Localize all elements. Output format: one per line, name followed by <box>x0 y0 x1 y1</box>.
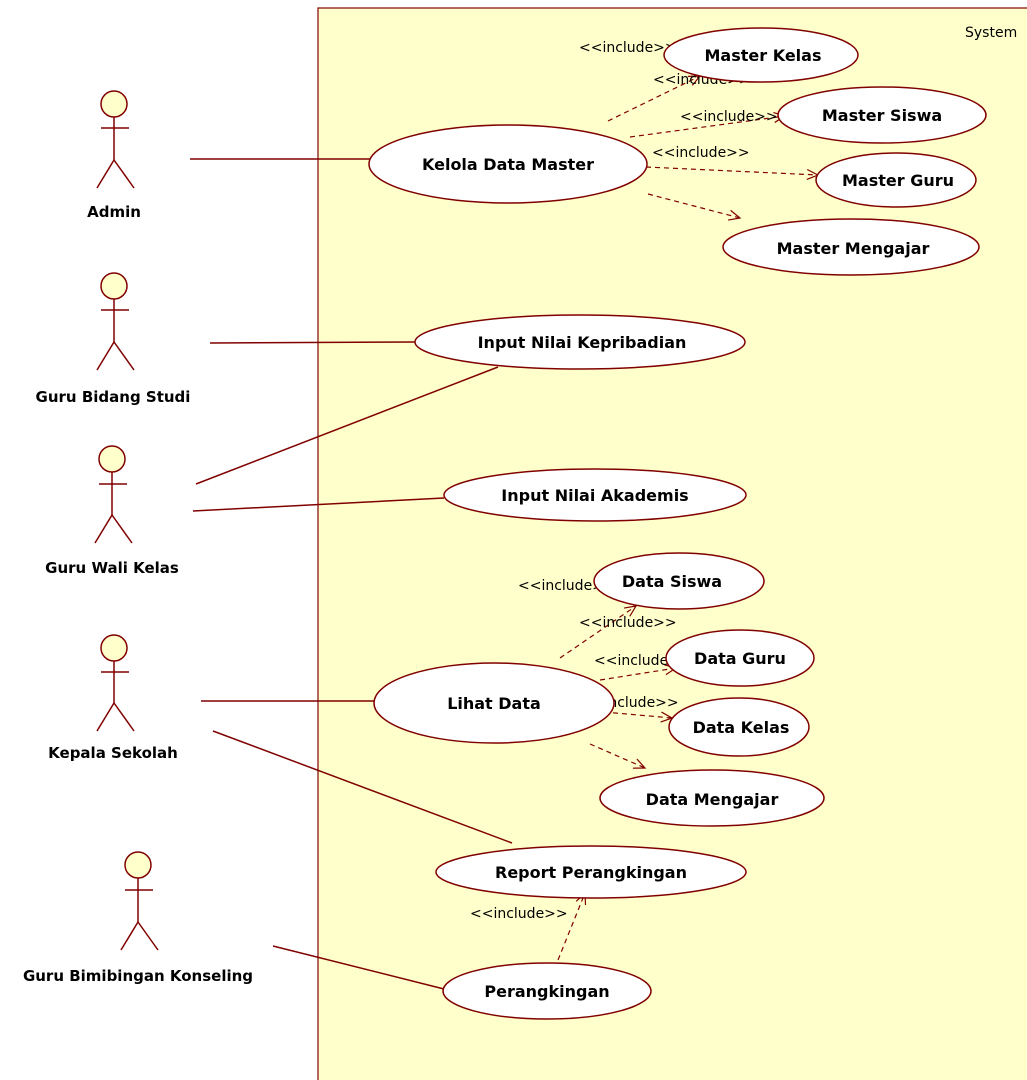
include-arrow-master-siswa[interactable] <box>629 111 787 138</box>
actor-guru-bidang-studi[interactable]: Guru Bidang Studi <box>36 272 191 406</box>
usecase-lihat-data[interactable]: Lihat Data <box>373 662 615 744</box>
usecase-label: Master Mengajar <box>777 239 930 258</box>
actor-label: Admin <box>87 203 141 221</box>
include-label-data-siswa: <<include>> <box>518 578 616 594</box>
usecase-data-kelas[interactable]: Data Kelas <box>668 697 810 757</box>
include-label-master-siswa: <<include>> <box>680 109 778 125</box>
include-arrow-data-guru[interactable] <box>599 664 678 681</box>
include-label-master-guru: <<include>> <box>652 145 750 161</box>
actor-admin[interactable]: Admin <box>87 90 141 221</box>
usecase-master-guru[interactable]: Master Guru <box>815 152 977 208</box>
stick-figure-icon <box>94 445 133 544</box>
usecase-input-nilai-kepribadian[interactable]: Input Nilai Kepribadian <box>414 314 746 370</box>
association-guru-bidang-studi-input-nilai-kepribadian[interactable] <box>209 341 417 344</box>
usecase-label: Kelola Data Master <box>422 155 594 174</box>
association-guru-wali-kelas-input-nilai-akademis[interactable] <box>192 497 445 512</box>
actor-label: Guru Bimibingan Konseling <box>23 967 253 985</box>
usecase-label: Master Kelas <box>705 46 822 65</box>
usecase-master-mengajar[interactable]: Master Mengajar <box>722 218 980 276</box>
actor-guru-wali-kelas[interactable]: Guru Wali Kelas <box>45 445 179 577</box>
stick-figure-icon <box>96 634 135 732</box>
include-arrow-data-mengajar[interactable] <box>589 743 647 769</box>
actor-label: Guru Wali Kelas <box>45 559 179 577</box>
include-label-data-mengajar: <<include>> <box>579 615 677 631</box>
usecase-label: Data Guru <box>694 649 786 668</box>
usecase-label: Perangkingan <box>484 982 609 1001</box>
usecase-perangkingan[interactable]: Perangkingan <box>442 962 652 1020</box>
actor-label: Guru Bidang Studi <box>36 388 191 406</box>
include-label-report-perangkingan: <<include>> <box>470 906 568 922</box>
usecase-label: Data Kelas <box>693 718 790 737</box>
stick-figure-icon <box>120 851 159 951</box>
usecase-master-siswa[interactable]: Master Siswa <box>777 86 987 144</box>
usecase-data-siswa[interactable]: Data Siswa <box>593 552 765 610</box>
include-arrow-report-perangkingan[interactable] <box>557 891 587 961</box>
include-labels: <<include>> <<include>> <<include>> <<in… <box>470 40 778 922</box>
usecase-label: Data Mengajar <box>646 790 779 809</box>
usecase-data-guru[interactable]: Data Guru <box>665 629 815 687</box>
use-cases: Master Kelas Master Siswa Kelola Data Ma… <box>368 27 987 1020</box>
usecase-label: Lihat Data <box>447 694 541 713</box>
usecase-label: Report Perangkingan <box>495 863 687 882</box>
actor-guru-bimbingan-konseling[interactable]: Guru Bimibingan Konseling <box>23 851 253 985</box>
actors: Admin Guru Bidang Studi Guru Wali Kelas <box>23 90 253 985</box>
actor-kepala-sekolah[interactable]: Kepala Sekolah <box>48 634 178 762</box>
usecase-label: Data Siswa <box>622 572 722 591</box>
association-kepala-sekolah-report-perangkingan[interactable] <box>212 730 513 844</box>
include-relationships <box>557 75 820 961</box>
association-guru-bimbingan-konseling-perangkingan[interactable] <box>272 945 445 990</box>
associations <box>190 158 513 990</box>
stick-figure-icon <box>96 90 135 189</box>
usecase-master-kelas[interactable]: Master Kelas <box>663 27 859 83</box>
include-arrow-master-guru[interactable] <box>645 166 820 181</box>
usecase-label: Input Nilai Kepribadian <box>478 333 687 352</box>
include-arrow-master-kelas[interactable] <box>607 75 702 122</box>
usecase-label: Master Siswa <box>822 106 942 125</box>
include-arrow-master-mengajar[interactable] <box>647 193 742 221</box>
stick-figure-icon <box>96 272 135 371</box>
system-boundary-label: System <box>965 25 1017 41</box>
usecase-input-nilai-akademis[interactable]: Input Nilai Akademis <box>443 468 747 522</box>
include-arrow-data-siswa[interactable] <box>559 605 638 659</box>
usecase-report-perangkingan[interactable]: Report Perangkingan <box>435 845 747 899</box>
include-arrow-data-kelas[interactable] <box>603 711 674 723</box>
actor-label: Kepala Sekolah <box>48 744 178 762</box>
usecase-label: Input Nilai Akademis <box>501 486 688 505</box>
usecase-kelola-data-master[interactable]: Kelola Data Master <box>368 124 648 204</box>
usecase-data-mengajar[interactable]: Data Mengajar <box>599 769 825 827</box>
usecase-label: Master Guru <box>842 171 954 190</box>
association-guru-wali-kelas-input-nilai-kepribadian[interactable] <box>195 366 499 485</box>
include-label-master-kelas: <<include>> <box>579 40 677 56</box>
